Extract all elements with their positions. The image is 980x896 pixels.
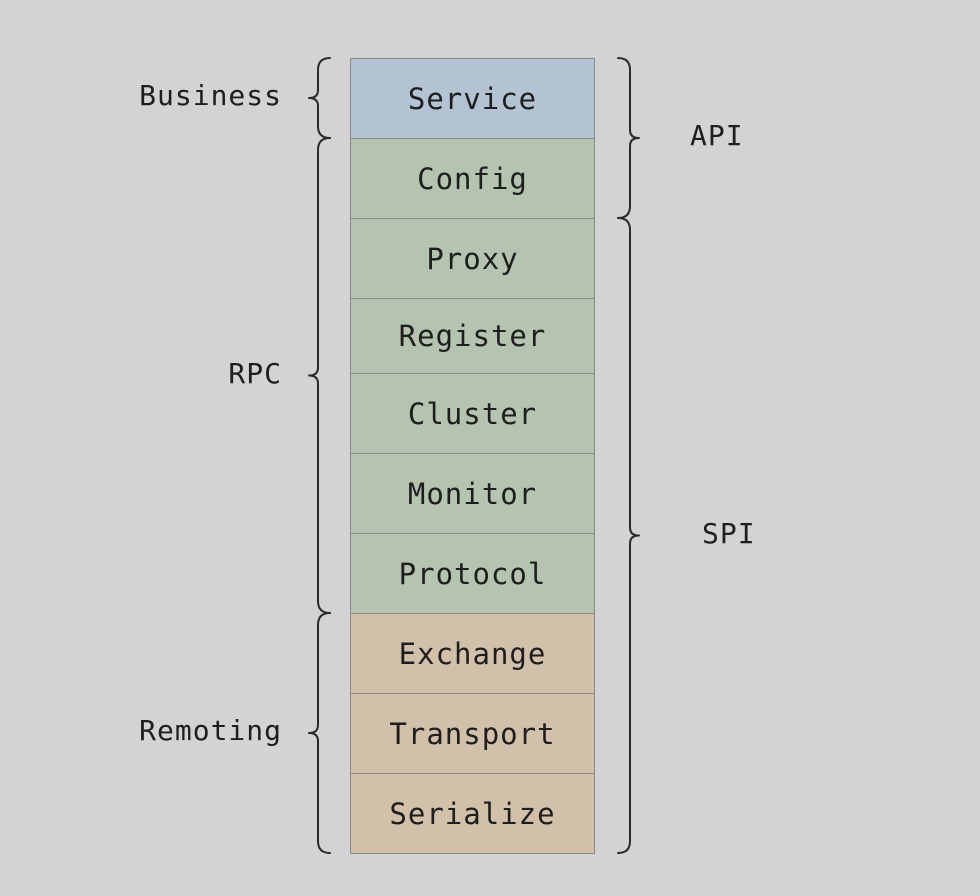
group-label-remoting: Remoting (139, 714, 282, 747)
brace-left-remoting (308, 612, 331, 854)
layer-proxy: Proxy (350, 218, 595, 299)
brace-right-spi (617, 217, 640, 854)
layer-exchange: Exchange (350, 613, 595, 694)
brace-right-api (617, 57, 640, 219)
brace-left-rpc (308, 137, 331, 614)
group-label-api: API (690, 119, 744, 152)
group-label-rpc: RPC (228, 356, 282, 390)
layer-monitor: Monitor (350, 453, 595, 534)
layer-transport: Transport (350, 693, 595, 774)
layer-service: Service (350, 58, 595, 139)
group-label-business: Business (139, 79, 282, 112)
group-label-spi: SPI (702, 516, 756, 550)
layer-config: Config (350, 138, 595, 219)
layer-cluster: Cluster (350, 373, 595, 454)
layer-register: Register (350, 298, 595, 374)
layer-serialize: Serialize (350, 773, 595, 854)
brace-left-business (308, 57, 331, 139)
layer-protocol: Protocol (350, 533, 595, 614)
